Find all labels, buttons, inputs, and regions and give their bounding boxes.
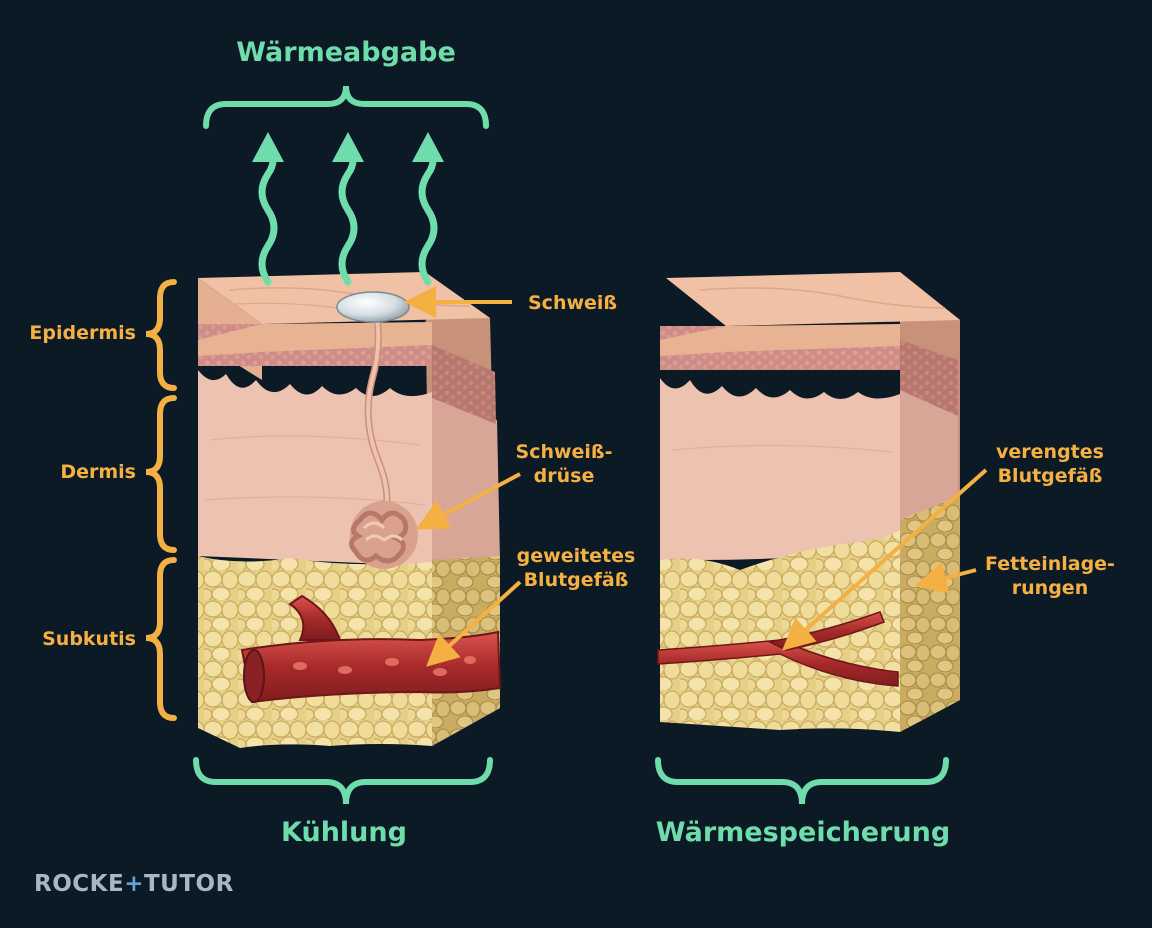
sweat-droplet — [336, 291, 410, 323]
logo-plus: + — [124, 871, 144, 897]
label-subkutis: Subkutis — [42, 628, 136, 650]
label-fett-line2: rungen — [1011, 576, 1089, 599]
label-verengtes-blutgefaess: verengtes Blutgefäß — [996, 441, 1104, 489]
brace-dermis — [145, 395, 177, 553]
label-fetteinlagerungen: Fetteinlage- rungen — [985, 553, 1115, 601]
heat-arrow-head-2 — [332, 132, 364, 162]
sweat-gland — [349, 501, 418, 569]
label-schweiss: Schweiß — [528, 292, 618, 314]
top-brace — [203, 85, 489, 129]
label-schweissdruese-line2: drüse — [533, 464, 595, 487]
bottom-brace-right — [655, 757, 949, 805]
pointer-fett — [914, 562, 977, 594]
label-geweitet-line1: geweitetes — [516, 545, 636, 567]
label-schweissdruese: Schweiß- drüse — [516, 441, 613, 489]
label-verengt-line1: verengtes — [996, 441, 1104, 463]
logo-part2: TUTOR — [143, 871, 234, 897]
label-schweissdruese-line1: Schweiß- — [515, 441, 613, 463]
right-skin-block — [657, 272, 960, 732]
label-fett-line1: Fetteinlage- — [985, 553, 1115, 575]
caption-waermespeicherung: Wärmespeicherung — [655, 817, 951, 848]
left-skin-block — [198, 272, 502, 748]
pointer-verengt — [782, 468, 988, 651]
brand-logo: ROCKE+TUTOR — [34, 871, 234, 897]
bottom-brace-left — [193, 757, 493, 805]
heat-arrow-head-3 — [412, 132, 444, 162]
pointer-schweissdruese — [415, 472, 521, 530]
label-geweitetes-blutgefaess: geweitetes Blutgefäß — [517, 545, 636, 593]
label-dermis: Dermis — [60, 461, 136, 483]
brace-epidermis — [145, 279, 177, 391]
label-verengt-line2: Blutgefäß — [997, 464, 1103, 487]
brace-subkutis — [145, 557, 177, 721]
heat-arrows — [258, 142, 438, 286]
title-waermeabgabe: Wärmeabgabe — [236, 37, 456, 68]
pointer-geweitet — [426, 580, 522, 667]
logo-part1: ROCKE — [34, 871, 125, 897]
heat-arrow-head-1 — [252, 132, 284, 162]
label-epidermis: Epidermis — [29, 322, 136, 344]
caption-kuehlung: Kühlung — [281, 817, 407, 848]
label-geweitet-line2: Blutgefäß — [523, 568, 629, 591]
